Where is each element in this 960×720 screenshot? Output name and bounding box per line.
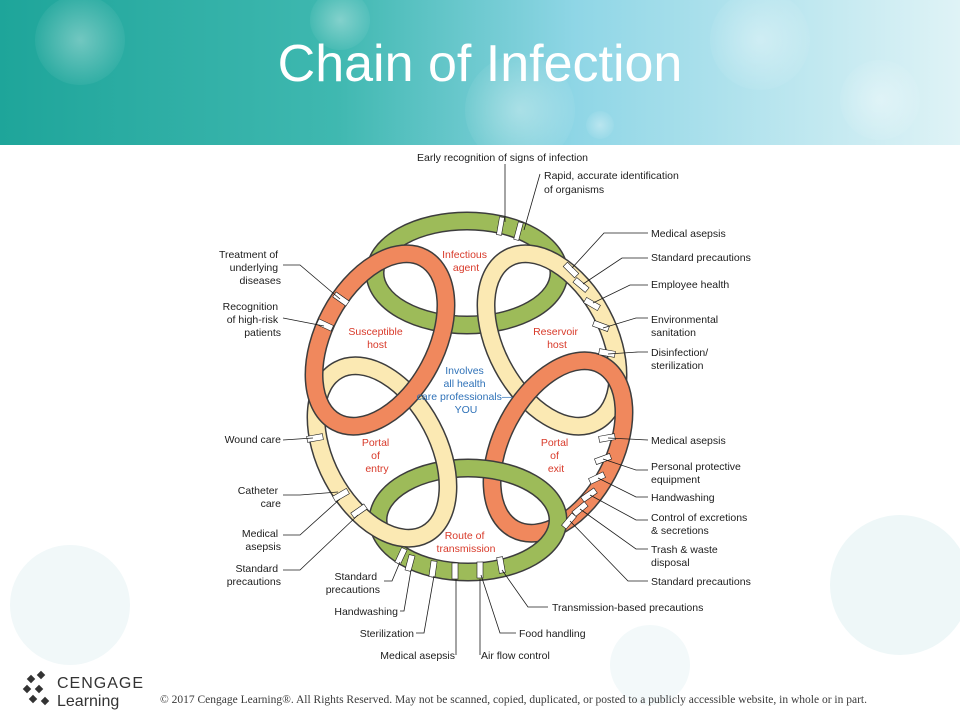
label-handwashing-route: Handwashing bbox=[334, 606, 398, 618]
ring-portal-of-exit bbox=[482, 351, 634, 543]
label-standard-precautions-entry: Standard precautions bbox=[227, 563, 281, 588]
label-environmental-sanitation: Environmental sanitation bbox=[651, 314, 721, 339]
node-route-of-transmission: Route of transmission bbox=[437, 530, 496, 555]
header-background bbox=[0, 0, 960, 145]
copyright-notice: © 2017 Cengage Learning®. All Rights Res… bbox=[160, 694, 867, 706]
node-reservoir-host: Reservoir host bbox=[533, 326, 581, 351]
label-standard-precautions-exit: Standard precautions bbox=[651, 576, 751, 588]
label-handwashing-exit: Handwashing bbox=[651, 492, 715, 504]
label-trash: Trash & waste disposal bbox=[651, 544, 721, 569]
label-rapid-identification: Rapid, accurate identification of organi… bbox=[544, 170, 682, 196]
leader-lines bbox=[282, 164, 649, 655]
node-susceptible-host: Susceptible host bbox=[348, 326, 405, 351]
outer-labels: Early recognition of signs of infection … bbox=[219, 152, 751, 662]
label-wound-care: Wound care bbox=[225, 434, 282, 446]
header-banner: Chain of Infection bbox=[0, 0, 960, 145]
logo-top-text: CENGAGE bbox=[57, 675, 144, 692]
label-air-flow: Air flow control bbox=[481, 650, 550, 662]
page-title: Chain of Infection bbox=[277, 35, 683, 93]
logo-bottom-text: Learning bbox=[57, 693, 119, 710]
label-medical-asepsis-route: Medical asepsis bbox=[380, 650, 455, 662]
ring-route-of-transmission bbox=[368, 458, 568, 582]
label-catheter-care: Catheter care bbox=[238, 485, 281, 510]
chain-break-markers bbox=[306, 216, 616, 580]
ring-reservoir-host bbox=[476, 244, 628, 436]
center-text: Involves all health care professionals— … bbox=[417, 365, 516, 416]
ring-portal-of-entry bbox=[306, 356, 458, 548]
label-early-recognition: Early recognition of signs of infection bbox=[417, 152, 588, 164]
label-standard-precautions-route: Standard precautions bbox=[326, 571, 380, 596]
label-treatment-underlying: Treatment of underlying diseases bbox=[219, 249, 281, 287]
label-disinfection: Disinfection/ sterilization bbox=[651, 347, 711, 372]
cengage-logo-mark: CENGAGE Learning bbox=[22, 670, 144, 710]
body-background bbox=[10, 515, 960, 705]
label-employee-health: Employee health bbox=[651, 279, 729, 291]
label-standard-precautions-reservoir: Standard precautions bbox=[651, 252, 751, 264]
node-portal-of-exit: Portal of exit bbox=[541, 437, 571, 475]
node-labels: Infectious agent Reservoir host Portal o… bbox=[348, 249, 581, 555]
cengage-logo: CENGAGE Learning bbox=[22, 668, 157, 717]
logo-dots-icon bbox=[22, 670, 50, 706]
label-medical-asepsis-reservoir: Medical asepsis bbox=[651, 228, 726, 240]
label-medical-asepsis-entry: Medical asepsis bbox=[242, 528, 281, 553]
label-transmission-based: Transmission-based precautions bbox=[552, 602, 703, 614]
label-ppe: Personal protective equipment bbox=[651, 461, 744, 486]
ring-susceptible-host bbox=[304, 244, 456, 436]
node-portal-of-entry: Portal of entry bbox=[362, 437, 392, 475]
label-sterilization: Sterilization bbox=[360, 628, 414, 640]
label-recognition-high-risk: Recognition of high-risk patients bbox=[223, 301, 281, 339]
label-food-handling: Food handling bbox=[519, 628, 586, 640]
label-control-excretions: Control of excretions & secretions bbox=[651, 512, 750, 537]
label-medical-asepsis-exit: Medical asepsis bbox=[651, 435, 726, 447]
node-infectious-agent: Infectious agent bbox=[442, 249, 490, 274]
